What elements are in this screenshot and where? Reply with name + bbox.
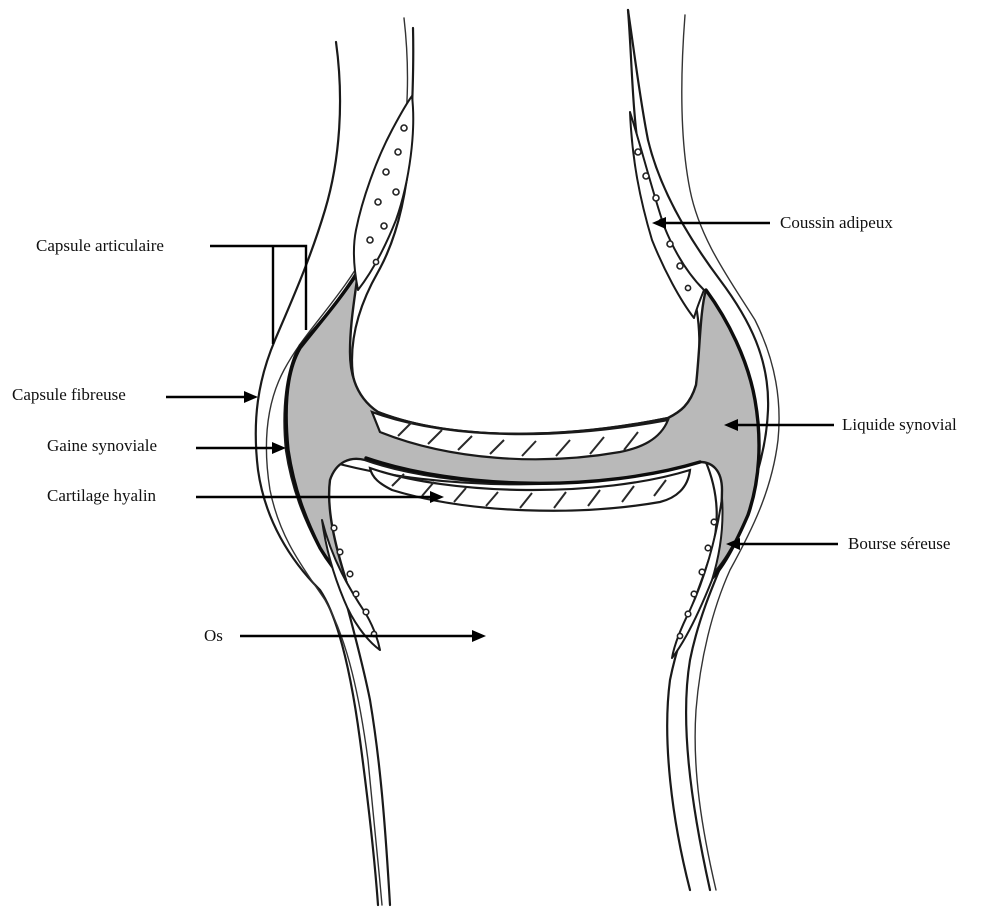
label-os: Os xyxy=(204,627,223,644)
label-cartilage-hyalin: Cartilage hyalin xyxy=(47,487,156,504)
label-capsule-fibreuse: Capsule fibreuse xyxy=(12,386,126,403)
arrow-bourse-sereuse xyxy=(726,538,838,550)
label-liquide-synovial: Liquide synovial xyxy=(842,416,957,433)
label-bourse-sereuse: Bourse séreuse xyxy=(848,535,950,552)
lower-bone xyxy=(325,460,717,905)
label-coussin-adipeux: Coussin adipeux xyxy=(780,214,893,231)
arrow-coussin-adipeux xyxy=(652,217,770,229)
arrow-gaine-synoviale xyxy=(196,442,286,454)
label-gaine-synoviale: Gaine synoviale xyxy=(47,437,157,454)
fat-pad-upper-right xyxy=(630,112,704,318)
arrow-capsule-fibreuse xyxy=(166,391,258,403)
label-capsule-articulaire: Capsule articulaire xyxy=(36,237,164,254)
synovial-cavity xyxy=(285,270,759,582)
leader-capsule-articulaire xyxy=(210,246,306,344)
